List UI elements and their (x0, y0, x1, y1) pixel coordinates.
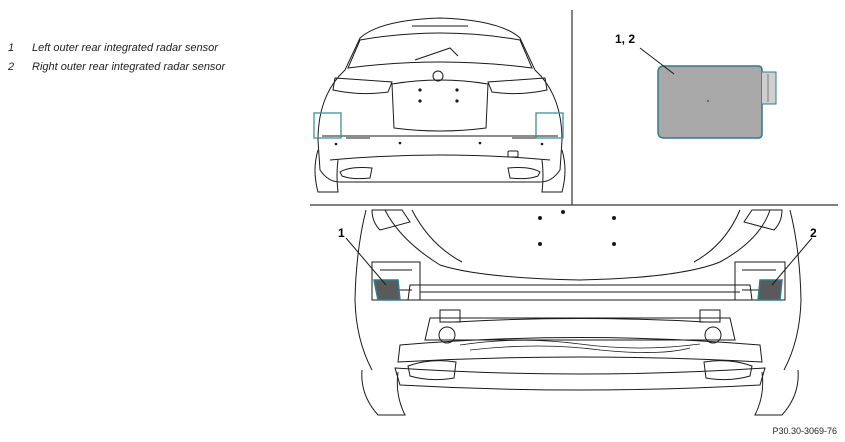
callout-detail: 1, 2 (615, 32, 636, 46)
legend-number: 2 (8, 60, 15, 73)
legend-item-1: 1 Left outer rear integrated radar senso… (8, 38, 225, 57)
legend-item-2: 2 Right outer rear integrated radar sens… (8, 57, 225, 76)
callout-right: 2 (810, 226, 817, 240)
legend-number: 1 (8, 41, 15, 54)
legend: 1 Left outer rear integrated radar senso… (8, 38, 225, 76)
legend-label: Right outer rear integrated radar sensor (32, 60, 226, 73)
reference-code: P30.30-3069-76 (772, 426, 837, 436)
legend-label: Left outer rear integrated radar sensor (32, 41, 218, 54)
leader-lines (345, 237, 813, 286)
callout-left: 1 (338, 226, 345, 240)
overview-dots (334, 88, 544, 146)
panel-dividers (310, 10, 838, 206)
closeup-sensors (373, 279, 783, 301)
sensor-highlight-boxes (313, 112, 564, 139)
car-rear-overview (314, 17, 566, 193)
closeup-dots (538, 210, 616, 246)
car-rear-closeup (354, 209, 802, 416)
sensor-detail (639, 47, 777, 139)
